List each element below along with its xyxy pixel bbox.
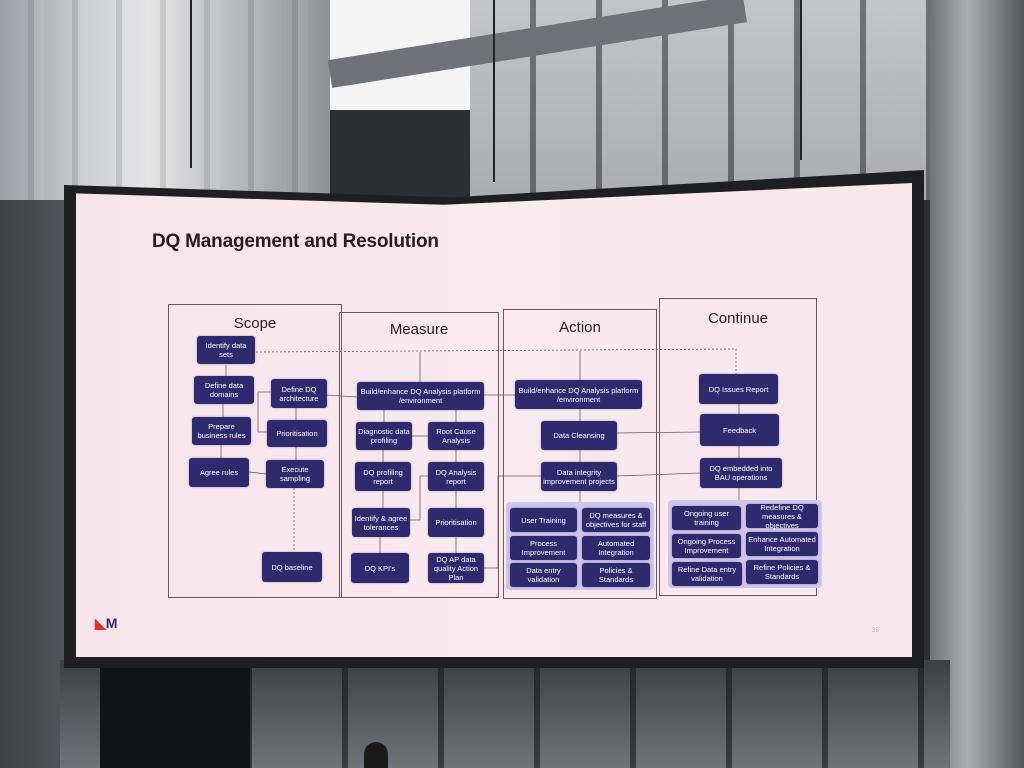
hanging-wire bbox=[493, 0, 495, 182]
page-number: 35 bbox=[872, 628, 879, 634]
company-logo: ◣M bbox=[95, 615, 117, 632]
data-cleansing-node: Data Cleansing bbox=[541, 421, 617, 450]
dq-analysis-report-node: DQ Analysis report bbox=[428, 462, 484, 491]
define-dq-architecture-node: Define DQ architecture bbox=[271, 379, 327, 408]
data-integrity-projects-node: Data integrity improvement projects bbox=[541, 462, 617, 491]
ongoing-user-training-node: Ongoing user training bbox=[672, 506, 741, 530]
diagnostic-profiling-node: Diagnostic data profiling bbox=[356, 422, 412, 450]
redefine-dq-measures-node: Redefine DQ measures & objectives bbox=[746, 503, 818, 530]
build-platform-node: Build/enhance DQ Analysis platform /envi… bbox=[357, 382, 484, 410]
dq-action-plan-node: DQ AP data quality Action Plan bbox=[428, 553, 484, 583]
root-cause-analysis-node: Root Cause Analysis bbox=[428, 422, 484, 450]
execute-sampling-node: Execute sampling bbox=[266, 460, 324, 488]
measure-column: Measure bbox=[339, 312, 499, 598]
scope-heading: Scope bbox=[233, 315, 277, 332]
hanging-wire bbox=[190, 0, 192, 168]
continue-heading: Continue bbox=[707, 310, 769, 327]
slide-title: DQ Management and Resolution bbox=[152, 231, 439, 252]
logo-tick-icon: ◣ bbox=[95, 615, 106, 631]
prepare-business-rules-node: Prepare business rules bbox=[192, 417, 251, 445]
refine-policies-standards-node: Refine Policies & Standards bbox=[746, 560, 818, 584]
action-build-platform-node: Build/enhance DQ Analysis platform /envi… bbox=[515, 380, 642, 409]
dq-measures-objectives-node: DQ measures & objectives for staff bbox=[582, 508, 650, 532]
measure-heading: Measure bbox=[389, 321, 449, 338]
dq-issues-report-node: DQ Issues Report bbox=[699, 374, 778, 404]
measure-prioritisation-node: Prioritisation bbox=[428, 508, 484, 537]
hanging-wire bbox=[800, 0, 802, 160]
policies-standards-node: Policies & Standards bbox=[582, 563, 650, 587]
action-heading: Action bbox=[559, 319, 601, 336]
feedback-node: Feedback bbox=[700, 414, 779, 446]
ongoing-process-improvement-node: Ongoing Process Improvement bbox=[672, 534, 741, 558]
identify-agree-tolerances-node: Identify & agree tolerances bbox=[352, 508, 410, 537]
scope-column: Scope bbox=[168, 304, 342, 598]
identify-data-sets-node: Identify data sets bbox=[197, 336, 255, 364]
action-column: Action bbox=[503, 309, 657, 599]
refine-data-entry-validation-node: Refine Data entry validation bbox=[672, 562, 742, 586]
define-data-domains-node: Define data domains bbox=[194, 376, 254, 404]
data-entry-validation-node: Data entry validation bbox=[510, 563, 577, 587]
enhance-automated-integration-node: Enhance Automated Integration bbox=[746, 532, 818, 556]
dq-profiling-report-node: DQ profiling report bbox=[355, 462, 411, 491]
automated-integration-node: Automated Integration bbox=[582, 536, 650, 560]
audience-head bbox=[364, 742, 388, 768]
user-training-node: User Training bbox=[510, 508, 577, 532]
right-column bbox=[930, 0, 1024, 768]
process-improvement-node: Process Improvement bbox=[510, 536, 577, 560]
dq-embedded-bau-node: DQ embedded into BAU operations bbox=[700, 458, 782, 488]
dq-baseline-node: DQ baseline bbox=[262, 552, 322, 582]
dq-kpis-node: DQ KPI's bbox=[351, 553, 409, 583]
agree-rules-node: Agree rules bbox=[189, 458, 249, 487]
continue-column: Continue bbox=[659, 298, 817, 596]
prioritisation-node: Prioritisation bbox=[267, 420, 327, 447]
logo-letter: M bbox=[105, 615, 118, 631]
dark-doorway bbox=[100, 668, 250, 768]
